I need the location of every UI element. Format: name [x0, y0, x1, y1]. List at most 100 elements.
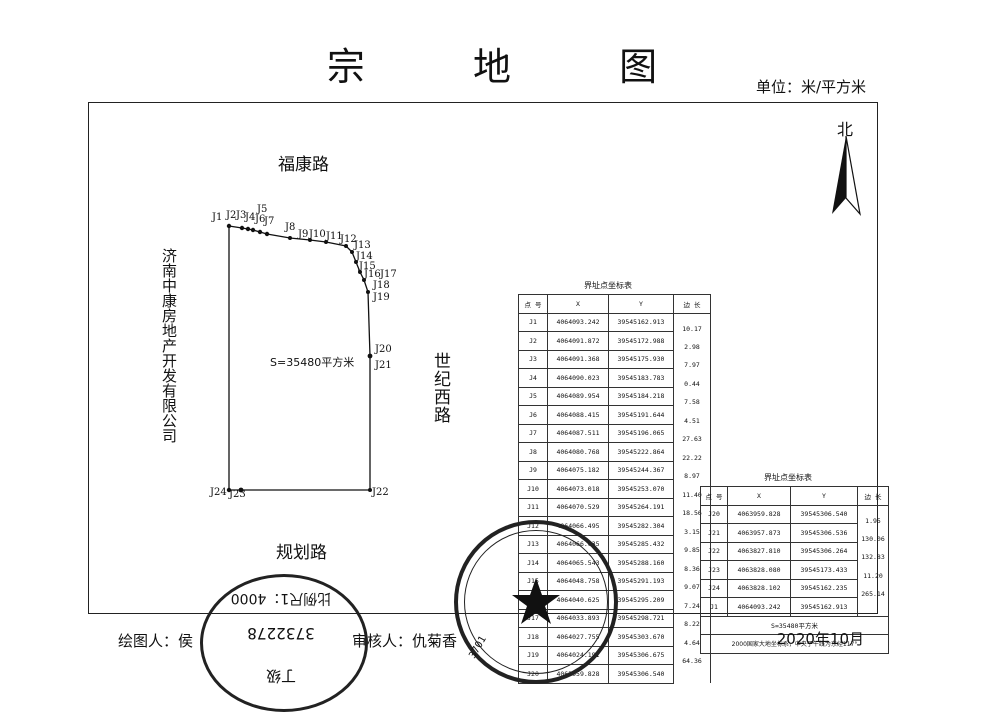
- edge-length: 18.56: [682, 509, 702, 517]
- point-label: J15: [359, 261, 376, 272]
- point-label: J12: [340, 234, 357, 245]
- table-header-row: 点 号 X Y 边 长: [518, 294, 711, 314]
- table-header: Y: [608, 294, 674, 314]
- edge-length: 8.22: [684, 620, 700, 628]
- table-cell: 4064075.182: [547, 460, 609, 480]
- table-cell: J2: [518, 331, 548, 351]
- edge-length-cell: 265.14: [857, 579, 889, 598]
- table-header: X: [727, 486, 791, 506]
- table-cell: J23: [700, 560, 728, 580]
- point-label: J6: [255, 214, 266, 225]
- table-cell: 4064080.768: [547, 442, 609, 462]
- table-cell: J3: [518, 349, 548, 369]
- point-label: J11: [326, 231, 343, 242]
- star-icon: [512, 578, 560, 624]
- edge-length-cell: 7.58: [673, 387, 711, 406]
- stamp-number: 3732278: [247, 624, 315, 643]
- north-arrow-icon: [832, 135, 861, 216]
- table-cell: J7: [518, 423, 548, 443]
- table-cell: J8: [518, 442, 548, 462]
- edge-length-cell: 22.22: [673, 442, 711, 462]
- edge-length-cell: 10.17: [673, 313, 711, 333]
- edge-length: 132.83: [861, 553, 885, 561]
- table-cell: 4063827.810: [727, 541, 791, 561]
- road-label-east: 世纪西路: [430, 352, 450, 424]
- table-header: 点 号: [700, 486, 728, 506]
- table-cell: 39545162.913: [790, 597, 858, 617]
- table-cell: 39545173.433: [790, 560, 858, 580]
- table-cell: J20: [700, 504, 728, 524]
- edge-length-cell: 2.98: [673, 331, 711, 351]
- table-cell: 39545306.675: [608, 645, 674, 665]
- table-cell: J22: [700, 541, 728, 561]
- edge-length-cell: 130.06: [857, 523, 889, 543]
- table-cell: 39545264.191: [608, 497, 674, 517]
- table-cell: 4064089.954: [547, 386, 609, 406]
- edge-length: 8.36: [684, 564, 700, 573]
- table-header: 点 号: [518, 294, 548, 314]
- edge-length: 4.51: [684, 416, 700, 425]
- table-cell: 39545291.193: [608, 571, 674, 591]
- edge-length: 265.14: [861, 590, 885, 598]
- table-cell: 4063828.102: [727, 578, 791, 598]
- table-cell: J1: [700, 597, 728, 617]
- table-cell: 39545244.367: [608, 460, 674, 480]
- point-label: J3: [236, 210, 247, 221]
- table-cell: 39545162.235: [790, 578, 858, 598]
- edge-length: 0.44: [684, 379, 700, 388]
- table-cell: 39545162.913: [608, 312, 674, 332]
- point-label: J7: [264, 216, 275, 227]
- table-cell: J21: [700, 523, 728, 543]
- edge-length: 3.15: [684, 527, 700, 536]
- edge-length: 7.24: [684, 601, 700, 610]
- table-cell: J24: [700, 578, 728, 598]
- table-cell: J9: [518, 460, 548, 480]
- point-label: J10: [309, 229, 326, 240]
- table-header: X: [547, 294, 609, 314]
- table-cell: 4064093.242: [727, 597, 791, 617]
- edge-length: 4.64: [684, 638, 700, 647]
- table-cell: 4064091.368: [547, 349, 609, 369]
- point-label: J19: [373, 292, 390, 303]
- unit-label: 单位：米/平方米: [755, 78, 866, 96]
- point-label: J8: [285, 222, 296, 233]
- point-label: J2: [226, 210, 237, 221]
- table-cell: 39545306.540: [608, 664, 674, 684]
- table-cell: 4064073.018: [547, 479, 609, 499]
- table-header: 边 长: [673, 294, 711, 314]
- table-cell: J10: [518, 479, 548, 499]
- table-cell: 4064087.511: [547, 423, 609, 443]
- edge-length-cell: 27.63: [673, 424, 711, 443]
- table-cell: 39545306.264: [790, 541, 858, 561]
- table-cell: 39545172.988: [608, 331, 674, 351]
- table-cell: 39545298.721: [608, 608, 674, 628]
- table-cell: 39545184.218: [608, 386, 674, 406]
- area-label: S=35480平方米: [270, 356, 355, 369]
- table-cell: 4064090.023: [547, 368, 609, 388]
- table-cell: 39545282.304: [608, 516, 674, 536]
- note-cell: 2000国家大地坐标系，中央子午线为东经117°: [700, 634, 889, 654]
- edge-length: 1.95: [865, 516, 881, 525]
- company-seal: 3701: [454, 520, 618, 684]
- table-cell: 39545183.783: [608, 368, 674, 388]
- north-label: 北: [837, 120, 854, 139]
- note-row: 2000国家大地坐标系，中央子午线为东经117°: [700, 634, 889, 654]
- edge-length: 27.63: [682, 435, 702, 443]
- table-cell: 4064091.872: [547, 331, 609, 351]
- table-cell: 39545175.930: [608, 349, 674, 369]
- point-label: J17: [380, 269, 397, 280]
- table-cell: 39545295.209: [608, 590, 674, 610]
- point-label: J16: [364, 269, 381, 280]
- checker-label: 审核人：仇菊香: [352, 632, 458, 650]
